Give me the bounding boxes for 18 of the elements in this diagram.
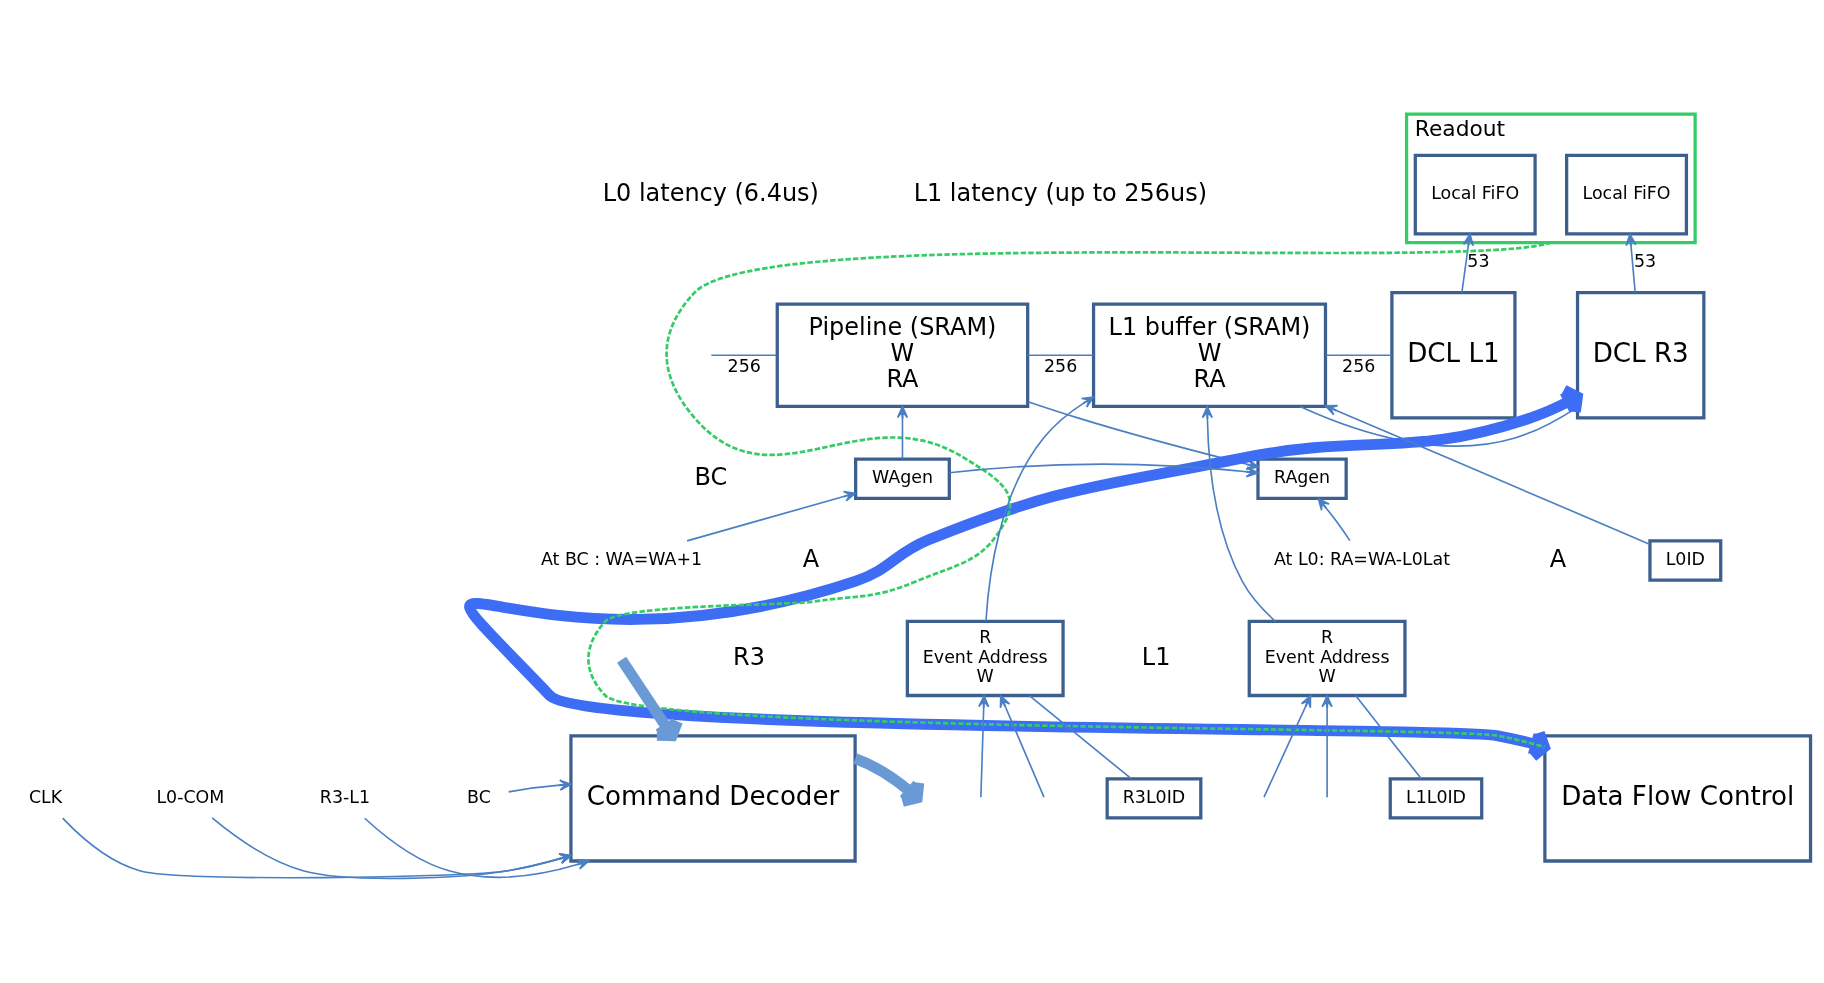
label: BC xyxy=(694,462,728,491)
label: L0 latency (6.4us) xyxy=(602,178,819,207)
node-text: R3-L1 xyxy=(319,786,371,807)
edge-label: 256 xyxy=(1044,355,1078,376)
node-text: At BC : WA=WA+1 xyxy=(540,548,703,569)
node-text: CLK xyxy=(28,786,63,807)
label: A xyxy=(802,544,820,573)
label: A xyxy=(1549,544,1567,573)
label: R3 xyxy=(733,642,765,671)
node-text: BC xyxy=(467,786,491,807)
edge-label: 53 xyxy=(1633,250,1657,271)
edge-label: 256 xyxy=(1342,355,1376,376)
label: L1 xyxy=(1141,642,1171,671)
edge-label: 53 xyxy=(1467,250,1490,271)
node-text: L0-COM xyxy=(156,786,225,807)
label: L1 latency (up to 256us) xyxy=(913,178,1208,207)
edge-label: 256 xyxy=(727,355,761,376)
node-text: At L0: RA=WA-L0Lat xyxy=(1273,548,1450,569)
